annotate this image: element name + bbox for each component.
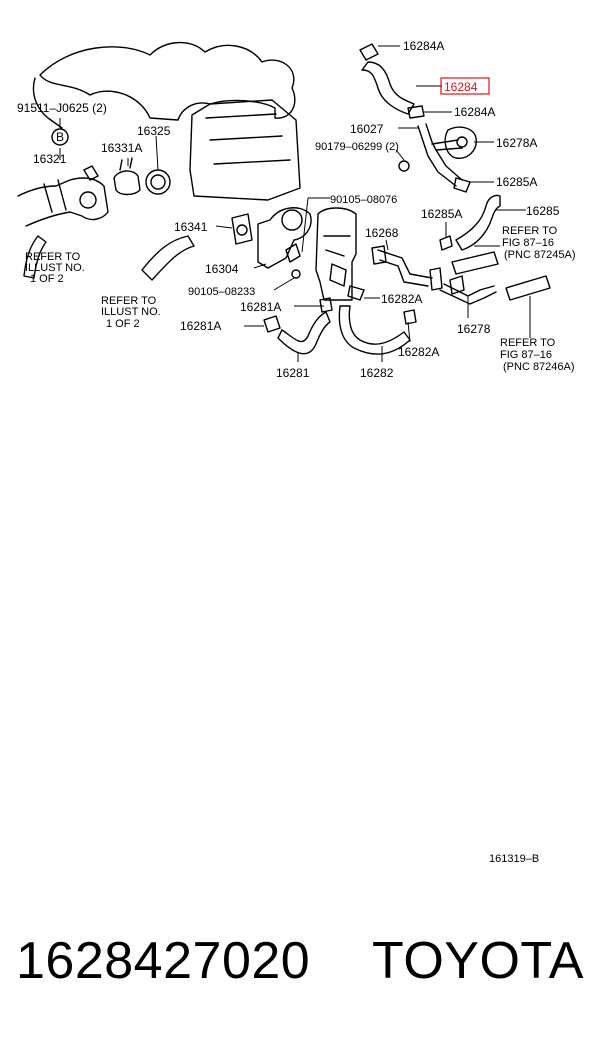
label-16285: 16285 (526, 204, 560, 218)
hose-left (23, 235, 195, 281)
label-16284A-mid: 16284A (454, 105, 495, 119)
water-inlet-16304 (231, 207, 312, 279)
brand-name: TOYOTA (372, 932, 584, 990)
water-outlet-16321 (17, 128, 109, 227)
ref-left-line2: ILLUST NO. (25, 262, 85, 274)
parts-diagram: 16284A 16284 16284A 91511–J0625 (2) B 16… (17, 39, 576, 865)
thermostat-16331A (113, 157, 171, 196)
label-16278: 16278 (457, 322, 491, 336)
figure-code: 161319–B (489, 853, 539, 865)
label-16285A-right: 16285A (496, 175, 537, 189)
label-16284A-top: 16284A (403, 39, 444, 53)
ref-mid-line1: REFER TO (101, 295, 157, 307)
label-90179: 90179–06299 (2) (315, 141, 399, 153)
label-16321: 16321 (33, 152, 67, 166)
leader-lines (59, 45, 531, 362)
ref-right1-line3: (PNC 87245A) (504, 249, 576, 261)
ref-right2-line3: (PNC 87246A) (503, 361, 575, 373)
hose-16284 (359, 43, 425, 119)
ref-mid-line2: ILLUST NO. (101, 306, 161, 318)
label-B: B (56, 130, 64, 144)
ref-right1-line2: FIG 87–16 (502, 237, 554, 249)
ref-left-line3: 1 OF 2 (30, 273, 64, 285)
ref-right2-line1: REFER TO (500, 337, 556, 349)
engine-block-outline (32, 41, 301, 201)
label-16278A: 16278A (496, 136, 537, 150)
ref-left-line1: REFER TO (25, 251, 81, 263)
label-16284-selected[interactable]: 16284 (444, 80, 478, 94)
label-90105-08076: 90105–08076 (330, 194, 397, 206)
ref-right2-line2: FIG 87–16 (500, 349, 552, 361)
label-91511: 91511–J0625 (2) (17, 101, 107, 115)
coolant-housing (315, 207, 365, 301)
pipe-16027 (398, 123, 477, 193)
label-16281A-1: 16281A (240, 300, 281, 314)
label-16325: 16325 (137, 124, 171, 138)
label-90105-08233: 90105–08233 (188, 286, 255, 298)
part-number: 1628427020 (16, 932, 311, 990)
pipe-16278 (439, 275, 497, 305)
hose-16285 (439, 194, 551, 301)
label-16282A-1: 16282A (381, 292, 422, 306)
label-16282: 16282 (360, 366, 394, 380)
selected-part-highlight (440, 77, 490, 95)
ref-right1-line1: REFER TO (502, 225, 558, 237)
label-16331A: 16331A (101, 141, 142, 155)
label-16304: 16304 (205, 262, 239, 276)
pipe-16268 (371, 245, 443, 291)
label-16281: 16281 (276, 366, 310, 380)
label-16027: 16027 (350, 122, 384, 136)
label-16282A-2: 16282A (398, 345, 439, 359)
hose-16281 (263, 297, 333, 355)
label-16341: 16341 (174, 220, 208, 234)
label-16268: 16268 (365, 226, 399, 240)
label-16285A-mid: 16285A (421, 207, 462, 221)
label-16281A-2: 16281A (180, 319, 221, 333)
ref-mid-line3: 1 OF 2 (106, 318, 140, 330)
